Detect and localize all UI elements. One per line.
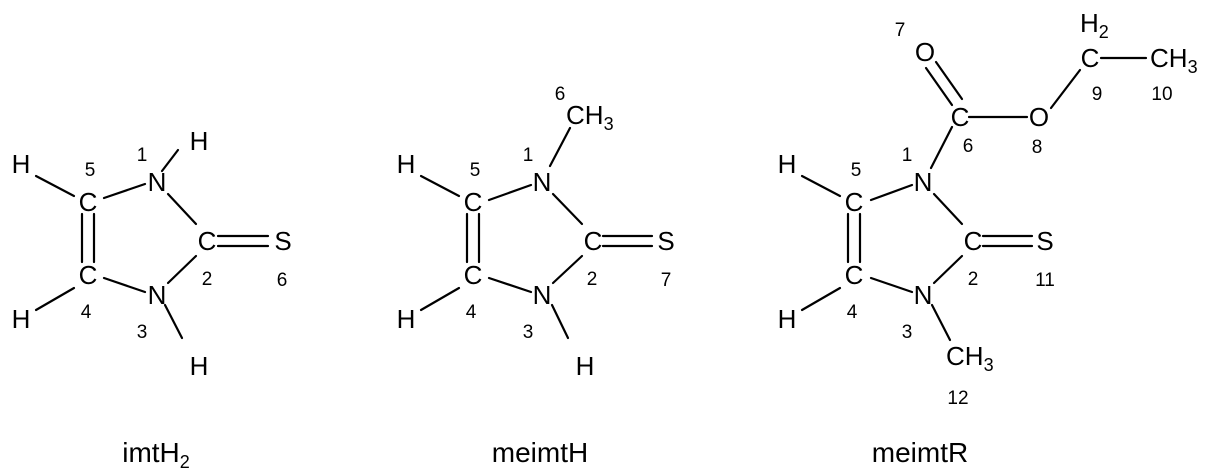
atom-number-o7: 7 — [895, 20, 906, 41]
molecule-name-meimth: meimtH — [492, 437, 588, 468]
atom-number-c2: 2 — [587, 269, 598, 290]
bond-n1-c2 — [932, 192, 964, 226]
atom-h-c5: H — [778, 149, 797, 179]
bond-n1-h — [160, 148, 180, 173]
molecule-meimtr: O C O C H2 CH3 N H C C S C H N CH3 7 6 8… — [778, 8, 1198, 468]
bonds — [34, 148, 270, 340]
atom-o8: O — [1029, 102, 1049, 132]
atom-n1: N — [533, 167, 552, 197]
atom-number-s: 11 — [1035, 270, 1055, 291]
bonds — [419, 126, 654, 340]
atom-n3: N — [148, 280, 167, 310]
atom-number-c2: 2 — [202, 269, 213, 290]
atom-number-c9: 9 — [1092, 84, 1103, 105]
atom-number-n3: 3 — [902, 322, 913, 343]
atom-ch3: CH3 — [566, 100, 614, 134]
atom-c5: C — [845, 187, 864, 217]
bond-n3-c4 — [869, 276, 914, 294]
atom-c4: C — [79, 260, 98, 290]
atom-number-o8: 8 — [1032, 137, 1043, 158]
atom-number-n1: 1 — [137, 145, 148, 166]
atom-c5: C — [464, 187, 483, 217]
bond-n3-c4 — [102, 276, 147, 294]
atom-c6: C — [951, 102, 970, 132]
bond-c2-n3 — [551, 254, 584, 285]
bond-n3-ch3 — [930, 303, 952, 342]
bond-n3-c4 — [487, 276, 533, 294]
bonds — [800, 56, 1148, 342]
atom-n1: N — [914, 167, 933, 197]
bond-h-c5 — [419, 174, 461, 198]
atom-c2: C — [964, 226, 983, 256]
bond-n1-c2 — [166, 192, 198, 226]
molecule-imth2: H N H C C S C H N H 1 5 2 6 4 3 imtH2 — [12, 126, 292, 468]
atom-s: S — [657, 226, 674, 256]
atom-n3: N — [533, 280, 552, 310]
atom-h-c4: H — [778, 304, 797, 334]
atom-ch3-end: CH3 — [1150, 43, 1198, 77]
bond-o8-c9 — [1049, 68, 1082, 110]
atom-c9: C — [1081, 43, 1100, 73]
bond-c2-n3 — [166, 254, 198, 285]
bond-h-c4 — [34, 286, 76, 312]
bond-h-c5 — [34, 174, 76, 198]
bond-c5-n1 — [487, 183, 533, 202]
bond-h-c4 — [419, 286, 461, 312]
atom-number-c4: 4 — [81, 302, 92, 323]
atom-h2: H2 — [1080, 8, 1109, 42]
atom-number-c2: 2 — [968, 269, 979, 290]
atom-number-c10: 10 — [1151, 84, 1172, 105]
molecule-name-meimtr: meimtR — [872, 437, 968, 468]
bond-h-c5 — [800, 174, 842, 198]
atom-number-n3: 3 — [523, 322, 534, 343]
atom-number-c4: 4 — [466, 302, 477, 323]
bond-n3-h — [550, 303, 570, 340]
atom-n3: N — [914, 280, 933, 310]
atom-c4: C — [464, 260, 483, 290]
atom-c2: C — [584, 226, 603, 256]
atom-number-c6: 6 — [963, 136, 974, 157]
bond-h-c4 — [800, 286, 842, 312]
bond-n1-c2 — [551, 192, 584, 226]
molecule-meimth: CH3 N H C C S C H N H 6 1 5 2 7 4 3 meim… — [397, 84, 675, 468]
atom-ch3: CH3 — [946, 341, 994, 375]
atom-number-s: 6 — [277, 270, 288, 291]
atom-number-n1: 1 — [523, 145, 534, 166]
bond-o7-c6-b — [934, 60, 964, 101]
bond-c5-n1 — [102, 182, 147, 200]
atom-number-s: 7 — [661, 270, 672, 291]
atom-h-top: H — [190, 126, 209, 156]
atom-h-c4: H — [397, 304, 416, 334]
atom-s: S — [1036, 226, 1053, 256]
atom-c2: C — [198, 226, 217, 256]
atom-c4: C — [845, 260, 864, 290]
atom-h-c5: H — [12, 149, 31, 179]
bond-n3-h — [163, 303, 184, 340]
atom-number-ch3: 6 — [555, 84, 566, 105]
atom-number-c5: 5 — [851, 160, 862, 181]
atom-o7: O — [915, 37, 935, 67]
atom-n1: N — [148, 167, 167, 197]
atom-h-c5: H — [397, 149, 416, 179]
bond-c5-n1 — [869, 183, 914, 202]
atom-number-n1: 1 — [902, 145, 913, 166]
atom-h-bottom: H — [576, 351, 595, 381]
atom-s: S — [274, 226, 291, 256]
atom-h-c4: H — [12, 304, 31, 334]
bond-c6-n1 — [929, 125, 954, 170]
atom-number-c5: 5 — [470, 160, 481, 181]
bond-o7-c6-a — [924, 66, 954, 107]
atom-number-n3: 3 — [137, 322, 148, 343]
bond-c2-n3 — [932, 254, 964, 285]
atom-h-bottom: H — [190, 351, 209, 381]
molecule-name-imth2: imtH2 — [122, 437, 190, 468]
atom-number-c4: 4 — [847, 302, 858, 323]
bond-n1-ch3 — [548, 126, 572, 168]
atom-c5: C — [79, 187, 98, 217]
atom-number-c12: 12 — [947, 388, 968, 409]
atom-number-c5: 5 — [85, 160, 96, 181]
